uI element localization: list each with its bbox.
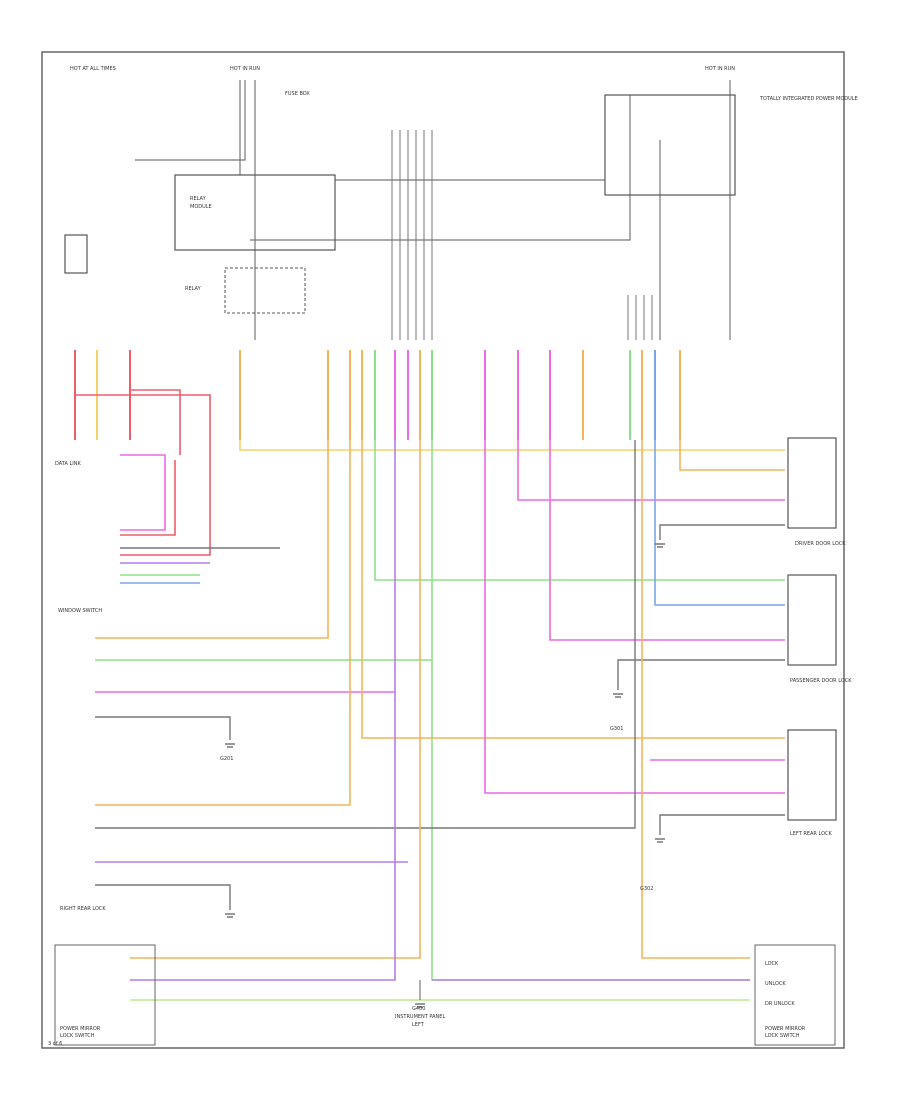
wire-39 (120, 454, 166, 531)
wire-65 (95, 884, 231, 910)
wire-38 (130, 389, 181, 455)
wire-66 (641, 440, 750, 959)
wire-52 (617, 659, 785, 690)
wire-0 (135, 80, 246, 161)
wire-48 (659, 524, 785, 540)
wire-3 (250, 95, 631, 241)
label-bottom-right-block2: LOCK SWITCH (765, 1033, 800, 1039)
label-bottom-left-block: POWER MIRROR (60, 1026, 101, 1032)
relay-box-center (224, 267, 306, 314)
label-row-unlock: UNLOCK (765, 981, 786, 987)
label-bottom-center2: LEFT (412, 1022, 425, 1028)
label-relay-top: RELAY (190, 196, 207, 202)
label-bottom-center: INSTRUMENT PANEL (395, 1014, 445, 1020)
diagram-frame (41, 51, 845, 1049)
label-left-rear-lock: LEFT REAR LOCK (790, 831, 833, 837)
wire-47 (517, 440, 785, 501)
label-relay-center: RELAY (185, 286, 202, 292)
label-passenger-door-lock: PASSENGER DOOR LOCK (790, 678, 852, 684)
label-ground-right: G302 (640, 886, 653, 892)
label-row-lock: LOCK (765, 961, 779, 967)
label-bottom-left-block2: LOCK SWITCH (60, 1033, 95, 1039)
label-hot-in-run-left: HOT IN RUN (230, 66, 260, 72)
label-top-right-note: TOTALLY INTEGRATED POWER MODULE (759, 96, 858, 102)
wire-49 (374, 440, 785, 581)
wire-40 (120, 460, 176, 536)
driver-door-lock-box (787, 437, 837, 529)
wire-45 (239, 440, 785, 451)
wire-67 (130, 440, 421, 959)
wire-61 (659, 814, 785, 835)
label-bottom-center-ground: G400 (412, 1006, 425, 1012)
relay-box-top (174, 174, 336, 251)
label-module-main: MODULE (190, 204, 212, 210)
label-ground-left: G201 (220, 756, 233, 762)
bottom-left-block (54, 944, 156, 1046)
label-group: HOT AT ALL TIMES HOT IN RUN FUSE BOX HOT… (48, 66, 858, 1047)
wire-46 (679, 440, 785, 471)
wire-68 (130, 440, 396, 981)
fuse-icon (64, 234, 88, 274)
label-window-switch: WINDOW SWITCH (58, 608, 102, 614)
label-left-connector: DATA LINK (55, 461, 81, 467)
label-corner: 3 of 6 (48, 1041, 62, 1047)
label-hot-at-all-times: HOT AT ALL TIMES (70, 66, 116, 72)
wire-62 (95, 440, 351, 806)
bottom-right-block (754, 944, 836, 1046)
component-group (54, 94, 837, 1046)
module-box-top-right (604, 94, 736, 196)
wire-37 (75, 394, 211, 556)
label-hot-in-run-right: HOT IN RUN (705, 66, 735, 72)
wire-57 (95, 716, 231, 740)
label-bottom-right-block: POWER MIRROR (765, 1026, 806, 1032)
label-fuse-box-left: FUSE BOX (285, 91, 310, 97)
wire-54 (431, 440, 750, 981)
wire-58 (361, 440, 785, 739)
wire-63 (95, 440, 636, 829)
label-right-rear-lock: RIGHT REAR LOCK (60, 906, 106, 912)
wire-50 (654, 440, 785, 606)
label-row-driver-unlock: DR UNLOCK (765, 1001, 795, 1007)
label-driver-door-lock: DRIVER DOOR LOCK (795, 541, 846, 547)
wire-60 (484, 440, 785, 794)
left-rear-lock-box (787, 729, 837, 821)
label-ground-center: G301 (610, 726, 623, 732)
wire-group (74, 80, 785, 1008)
passenger-door-lock-box (787, 574, 837, 666)
wire-53 (95, 440, 329, 639)
wire-51 (549, 440, 785, 641)
